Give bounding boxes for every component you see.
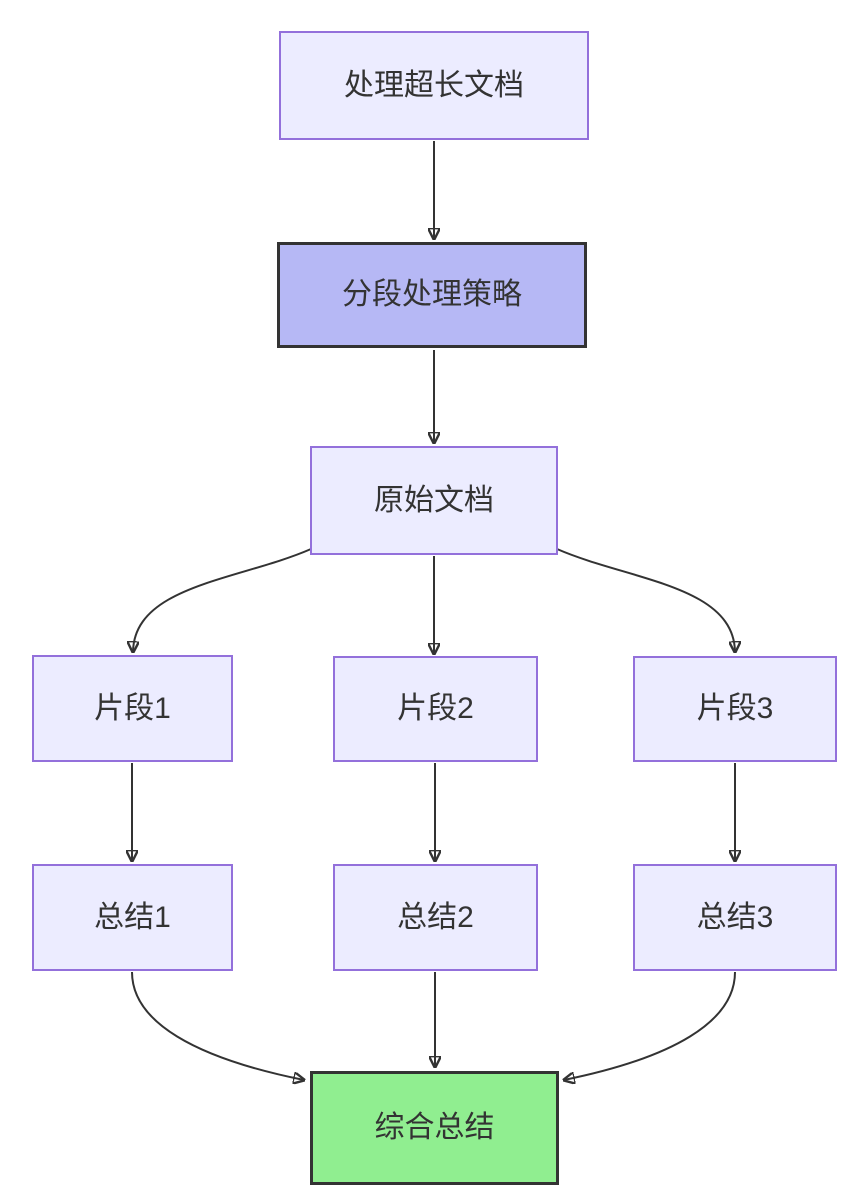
node-summary-2: 总结2 [333,864,538,971]
node-original-doc-label: 原始文档 [374,483,494,517]
edge-original-doc-to-segment-1 [133,548,312,652]
node-final-summary-label: 综合总结 [374,1111,495,1144]
node-original-doc: 原始文档 [310,446,558,555]
node-summary-3: 总结3 [633,864,837,971]
node-summary-2-label: 总结2 [397,900,474,934]
edge-summary-1-to-final-summary [131,971,304,1080]
node-process-doc: 处理超长文档 [279,31,589,140]
node-segment-2-label: 片段2 [397,692,474,725]
node-segment-2: 片段2 [333,656,538,762]
node-segment-3: 片段3 [633,656,837,762]
edge-summary-3-to-final-summary [564,971,736,1080]
edge-original-doc-to-segment-3 [556,548,735,652]
node-summary-3-label: 总结3 [696,900,774,934]
node-process-doc-label: 处理超长文档 [344,68,524,102]
node-strategy: 分段处理策略 [277,242,587,348]
node-summary-1: 总结1 [32,864,233,971]
node-segment-1-label: 片段1 [94,691,171,725]
node-summary-1-label: 总结1 [94,900,171,934]
node-final-summary: 综合总结 [310,1071,559,1185]
node-segment-3-label: 片段3 [696,692,774,725]
node-strategy-label: 分段处理策略 [342,278,522,311]
node-segment-1: 片段1 [32,655,233,762]
